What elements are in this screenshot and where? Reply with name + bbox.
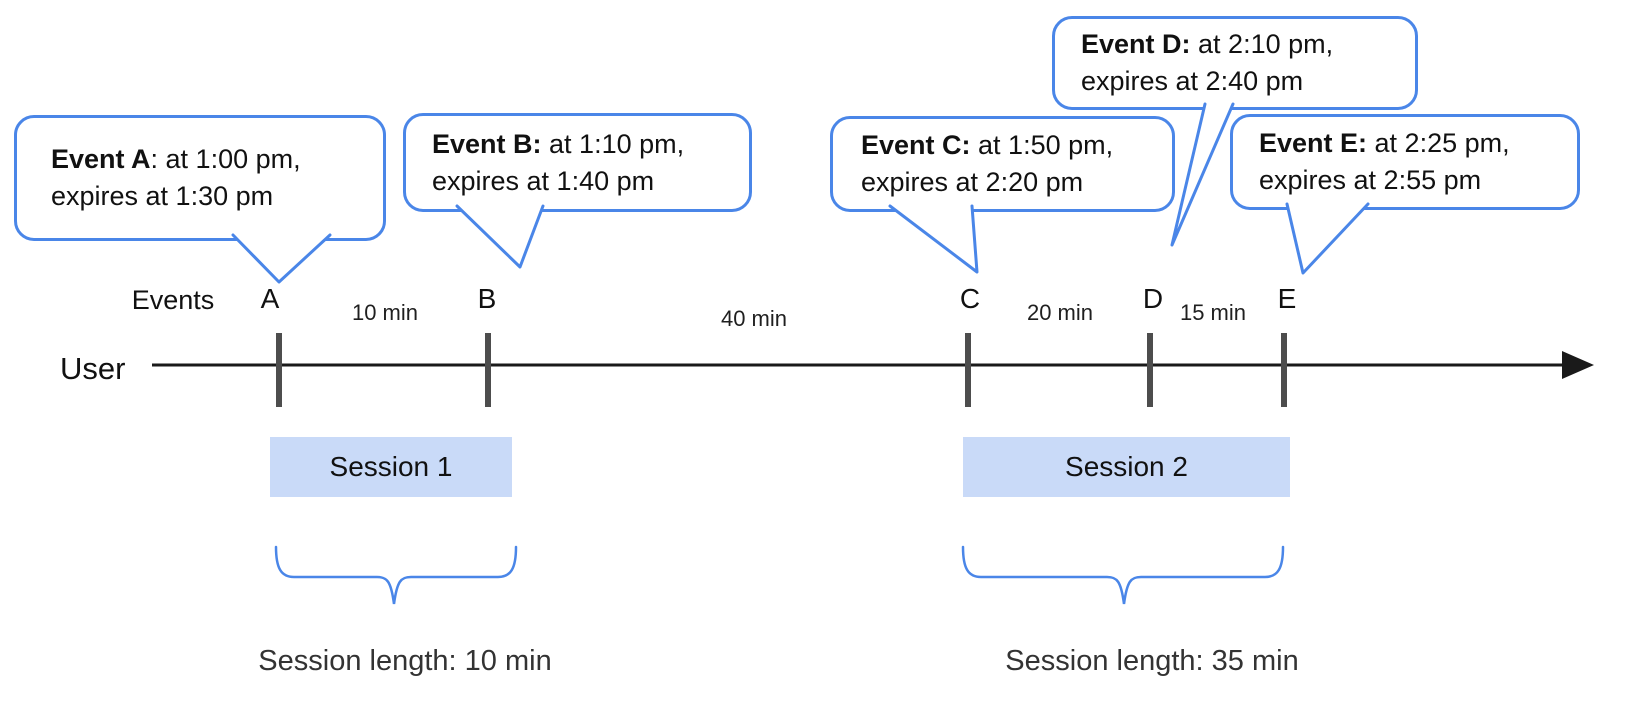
event-c-bubble: Event C: at 1:50 pm, expires at 2:20 pm xyxy=(830,116,1175,212)
event-c-title: Event C: xyxy=(861,130,971,160)
event-mark-label-a: A xyxy=(260,283,280,314)
session-1-brace xyxy=(274,545,518,605)
event-d-time: at 2:10 pm, xyxy=(1190,29,1334,59)
event-e-bubble: Event E: at 2:25 pm, expires at 2:55 pm xyxy=(1230,114,1580,210)
session-1-label: Session 1 xyxy=(329,451,453,482)
event-c-time: at 1:50 pm, xyxy=(970,130,1114,160)
event-b-time: at 1:10 pm, xyxy=(541,128,685,159)
event-d-line1: Event D: at 2:10 pm, xyxy=(1081,26,1415,63)
event-a-bubble-tail xyxy=(231,233,332,284)
session-1-length-label: Session length: 10 min xyxy=(258,645,552,677)
event-a-title: Event A xyxy=(51,144,151,174)
event-b-bubble-tail xyxy=(455,204,545,269)
event-a-line1: Event A: at 1:00 pm, xyxy=(51,141,383,178)
event-e-title: Event E: xyxy=(1259,128,1368,158)
user-axis-label: User xyxy=(60,351,126,386)
event-c-bubble-tail xyxy=(888,204,979,274)
event-b-line2: expires at 1:40 pm xyxy=(432,165,655,196)
session-2-label: Session 2 xyxy=(1065,451,1188,482)
session-2-length-label: Session length: 35 min xyxy=(1005,645,1299,677)
event-e-line1: Event E: at 2:25 pm, xyxy=(1259,125,1577,162)
session-2-box: Session 2 xyxy=(963,437,1290,497)
event-e-time: at 2:25 pm, xyxy=(1367,128,1510,158)
event-d-line2: expires at 2:40 pm xyxy=(1081,66,1304,96)
event-a-line2: expires at 1:30 pm xyxy=(51,181,274,211)
event-b-bubble: Event B: at 1:10 pm, expires at 1:40 pm xyxy=(403,113,752,212)
event-a-time: : at 1:00 pm, xyxy=(150,144,301,174)
event-c-line2: expires at 2:20 pm xyxy=(861,167,1084,197)
event-e-line2: expires at 2:55 pm xyxy=(1259,165,1482,195)
event-a-bubble: Event A: at 1:00 pm, expires at 1:30 pm xyxy=(14,115,386,241)
gap-label-b-c: 40 min xyxy=(720,306,788,331)
gap-label-d-e: 15 min xyxy=(1179,300,1247,325)
event-d-bubble: Event D: at 2:10 pm, expires at 2:40 pm xyxy=(1052,16,1418,110)
event-c-line1: Event C: at 1:50 pm, xyxy=(861,127,1172,164)
event-mark-label-c: C xyxy=(959,283,981,314)
timeline-arrowhead-icon xyxy=(1562,351,1594,379)
event-e-bubble-tail xyxy=(1285,202,1370,275)
session-2-brace xyxy=(961,545,1285,605)
gap-label-c-d: 20 min xyxy=(1026,300,1094,325)
event-b-title: Event B: xyxy=(432,128,542,159)
event-b-line1: Event B: at 1:10 pm, xyxy=(432,126,749,163)
event-d-bubble-tail xyxy=(1170,102,1235,247)
events-axis-label: Events xyxy=(131,285,215,315)
session-1-box: Session 1 xyxy=(270,437,512,497)
event-mark-label-b: B xyxy=(477,283,497,314)
event-mark-label-d: D xyxy=(1142,283,1164,314)
event-d-title: Event D: xyxy=(1081,29,1191,59)
gap-label-a-b: 10 min xyxy=(351,300,419,325)
event-mark-label-e: E xyxy=(1277,283,1297,314)
